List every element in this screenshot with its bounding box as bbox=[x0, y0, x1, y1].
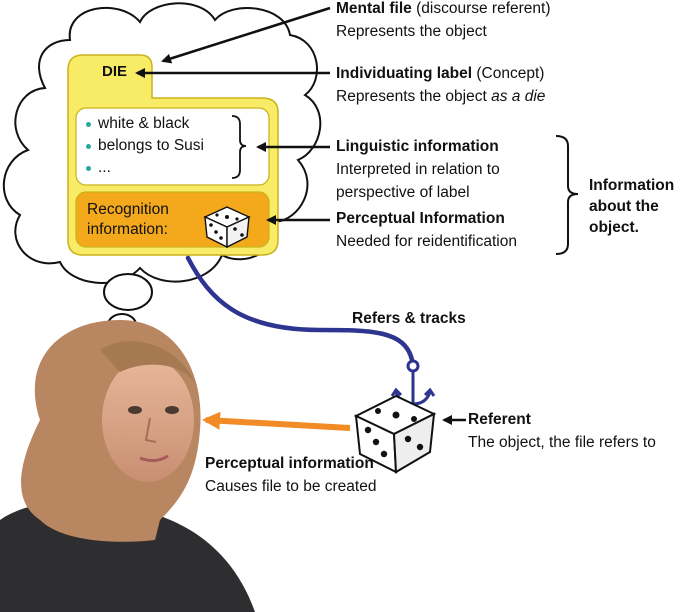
woman-portrait bbox=[0, 320, 255, 612]
list-item: white & black bbox=[86, 113, 204, 135]
perc-info-title-text: Perceptual information bbox=[205, 455, 374, 472]
individuating-desc: Represents the object bbox=[336, 88, 487, 105]
die-icon bbox=[203, 206, 251, 249]
tracking-line bbox=[185, 255, 415, 363]
refers-tracks-text: Refers & tracks bbox=[352, 310, 466, 327]
referent-die-icon bbox=[353, 394, 437, 474]
linguistic-title: Linguistic information bbox=[336, 136, 499, 157]
label-arrows bbox=[135, 6, 466, 425]
list-item: belongs to Susi bbox=[86, 135, 204, 157]
individuating-label: Individuating label (Concept) bbox=[336, 63, 544, 84]
perceptual-desc: Needed for reidentification bbox=[336, 233, 517, 250]
info-group-line-3: object. bbox=[589, 219, 639, 236]
perc-info-desc: Causes file to be created bbox=[205, 478, 377, 495]
individuating-desc-line: Represents the object as a die bbox=[336, 86, 545, 107]
individuating-paren: (Concept) bbox=[476, 65, 545, 82]
card-title: DIE bbox=[102, 63, 128, 80]
referent-desc: The object, the file refers to bbox=[468, 434, 656, 451]
perceptual-arrow bbox=[202, 411, 351, 431]
mental-file-desc: Represents the object bbox=[336, 23, 487, 40]
mental-file-label: Mental file (discourse referent) bbox=[336, 0, 551, 19]
refers-tracks-label: Refers & tracks bbox=[352, 308, 466, 329]
info-group-line-1: Information bbox=[589, 177, 675, 194]
info-bracket bbox=[555, 135, 579, 255]
info-group-line-2: about the bbox=[589, 198, 659, 215]
mental-file-card bbox=[67, 54, 279, 256]
recognition-label: Recognition information: bbox=[87, 201, 169, 238]
individuating-title: Individuating label bbox=[336, 65, 473, 82]
mental-file-paren: (discourse referent) bbox=[416, 0, 551, 17]
linguistic-desc-2: perspective of label bbox=[336, 184, 470, 201]
referent-title-text: Referent bbox=[468, 411, 531, 428]
list-item: ... bbox=[86, 157, 204, 179]
individuating-desc-italic: as a die bbox=[491, 88, 546, 105]
info-group-label: Information about the object. bbox=[589, 175, 674, 238]
linguistic-bullet-list: white & black belongs to Susi ... bbox=[86, 113, 204, 179]
linguistic-title-text: Linguistic information bbox=[336, 138, 499, 155]
linguistic-desc-1: Interpreted in relation to bbox=[336, 161, 500, 178]
referent-title: Referent bbox=[468, 409, 531, 430]
perceptual-title: Perceptual Information bbox=[336, 208, 505, 229]
perc-info-title: Perceptual information bbox=[205, 453, 374, 474]
perceptual-title-text: Perceptual Information bbox=[336, 210, 505, 227]
mental-file-title: Mental file bbox=[336, 0, 412, 17]
